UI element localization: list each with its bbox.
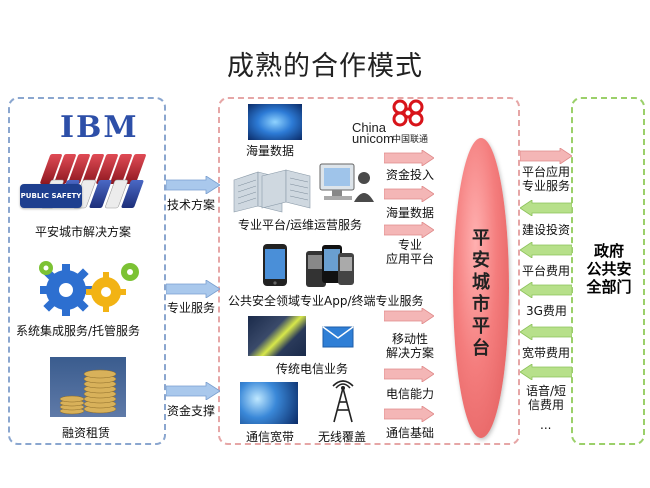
broadband-fiber-photo [240, 382, 298, 424]
left-item-leasing: 融资租赁 [62, 426, 111, 440]
mid-label-app-platform: 专业 应用平台 [382, 238, 438, 266]
mid-label-mobility-text: 移动性 解决方案 [385, 332, 434, 360]
arrow-right-investment [520, 200, 572, 216]
arrow-label-funding: 资金支撑 [167, 404, 216, 418]
ibm-logo: IBM [60, 110, 139, 145]
arrow-right-3g-fee [520, 282, 572, 298]
unicom-en-line1: China [352, 120, 386, 135]
government-text: 政府 公共安 全部门 [586, 242, 632, 296]
arrow-pro-service [166, 280, 220, 298]
middle-panel [218, 97, 520, 445]
right-label-platform-service-text: 平台应用 专业服务 [521, 165, 570, 193]
smartphone-icon [263, 244, 287, 286]
coins-photo [50, 357, 126, 417]
arrow-label-tech: 技术方案 [167, 198, 216, 212]
arrow-telecom-capability [384, 366, 434, 382]
right-label-platform-fee: 平台费用 [522, 264, 571, 278]
arrow-capital-input [384, 150, 434, 166]
government-label: 政府 公共安 全部门 [573, 242, 645, 296]
mobile-terminals-icon [306, 245, 354, 287]
label-platform-ops: 专业平台/运维运营服务 [238, 218, 363, 232]
mid-label-capability: 电信能力 [386, 387, 435, 401]
arrow-tech-solution [166, 176, 220, 194]
mid-label-app-platform-text: 专业 应用平台 [385, 238, 434, 266]
safe-city-platform-ellipse [453, 138, 509, 438]
mid-label-mobility: 移动性 解决方案 [382, 332, 438, 360]
coins-icon [59, 369, 117, 415]
computer-user-icon [319, 163, 374, 202]
right-label-investment: 建设投资 [522, 223, 571, 237]
police-photo [248, 316, 306, 356]
label-app-terminal: 公共安全领域专业App/终端专业服务 [228, 294, 424, 308]
public-safety-badge: PUBLIC SAFETY [20, 184, 82, 208]
left-item-city-solution: 平安城市解决方案 [35, 225, 132, 239]
right-label-ellipsis: ... [540, 418, 552, 432]
mid-label-capital: 资金投入 [386, 168, 435, 182]
ellipse-label: 平安城市平台 [472, 228, 490, 359]
right-label-voice-sms-text: 语音/短 信费用 [525, 384, 567, 412]
arrow-massive-data [384, 186, 434, 202]
arrow-right-platform-service [520, 148, 572, 164]
label-broadband: 通信宽带 [246, 430, 295, 444]
arrow-telecom-infra [384, 406, 434, 422]
gears-icon [39, 261, 139, 316]
arrow-right-platform-fee [520, 242, 572, 258]
envelope-icon [322, 326, 354, 348]
right-label-3g-fee: 3G费用 [526, 304, 567, 318]
arrow-mobility [384, 308, 434, 324]
arrow-app-platform [384, 222, 434, 238]
mid-label-data: 海量数据 [386, 206, 435, 220]
safe-city-platform-text: 平安城市平台 [453, 228, 509, 360]
label-telecom-traditional: 传统电信业务 [276, 362, 349, 376]
right-panel [571, 97, 645, 445]
label-wireless: 无线覆盖 [318, 430, 367, 444]
right-label-broadband-fee: 宽带费用 [522, 346, 571, 360]
server-racks-icon [233, 169, 311, 213]
arrow-right-voice-sms-fee [520, 364, 572, 380]
page-title: 成熟的合作模式 [227, 51, 423, 82]
arrow-funding [166, 382, 220, 400]
unicom-en-line2: unicom [352, 131, 394, 146]
left-panel [8, 97, 166, 445]
left-item-integration: 系统集成服务/托管服务 [16, 324, 141, 338]
unicom-knot-icon [392, 99, 424, 127]
arrow-right-broadband-fee [520, 324, 572, 340]
right-label-platform-service: 平台应用 专业服务 [517, 165, 575, 193]
right-label-voice-sms: 语音/短 信费用 [517, 384, 575, 412]
arrow-label-pro: 专业服务 [167, 301, 216, 315]
label-big-data: 海量数据 [246, 144, 295, 158]
big-data-photo [248, 104, 302, 140]
wireless-tower-icon [332, 380, 354, 423]
unicom-cn: 中国联通 [392, 135, 429, 145]
public-safety-text: PUBLIC SAFETY [20, 192, 82, 200]
mid-label-infra: 通信基础 [386, 426, 435, 440]
